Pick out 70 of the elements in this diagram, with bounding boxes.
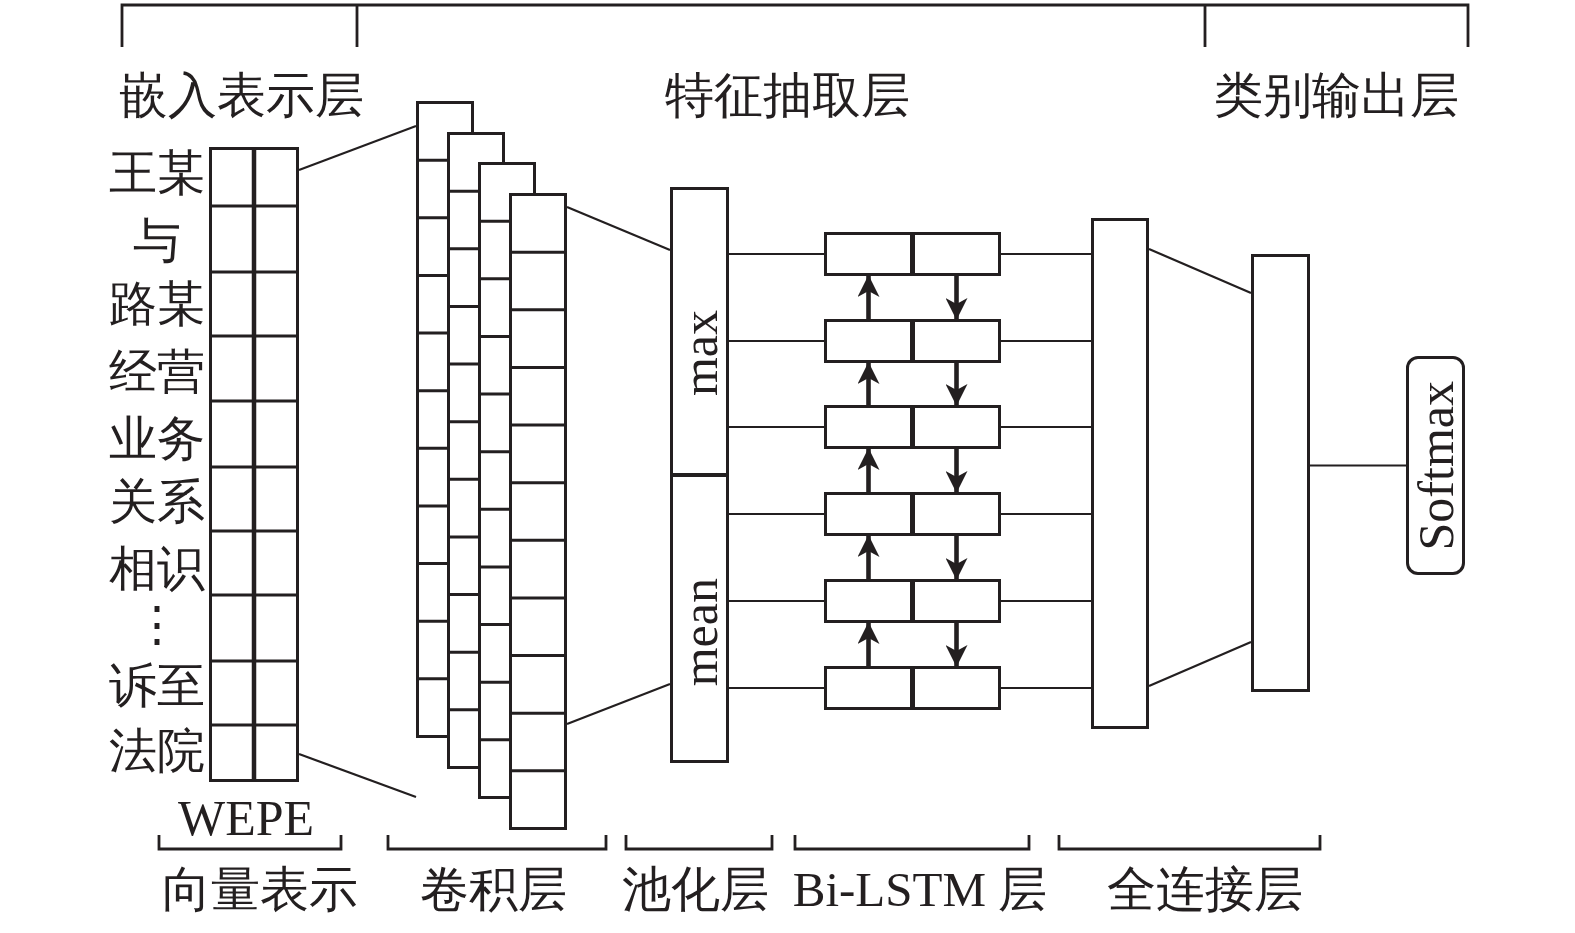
softmax-box — [1406, 356, 1465, 575]
feature-map-stack-drawing — [416, 101, 567, 830]
connection-line — [729, 686, 824, 690]
lstm-cell — [912, 319, 1001, 363]
arrow — [945, 449, 968, 493]
embedding-matrix — [209, 147, 299, 782]
lstm-cell — [912, 492, 1001, 536]
lstm-cell — [824, 232, 913, 276]
layer-label: 全连接层 — [1107, 864, 1303, 916]
lstm-cell — [824, 579, 913, 623]
connection-line — [729, 512, 824, 516]
token-text: 相识 — [109, 543, 205, 595]
layer-group-heading: 特征抽取层 — [664, 70, 910, 122]
layer-label: 向量表示 — [162, 864, 358, 916]
connection-line — [1310, 464, 1406, 467]
pooling-label: max — [674, 310, 725, 397]
layer-group-heading: 类别输出层 — [1213, 70, 1459, 122]
token-text: 业务 — [109, 413, 205, 465]
token-text: 王某 — [109, 147, 205, 199]
arrow — [857, 622, 880, 666]
token-text: 法院 — [109, 725, 205, 777]
layer-label: 卷积层 — [419, 864, 567, 916]
softmax-label: Softmax — [1410, 380, 1461, 551]
lstm-cell — [912, 579, 1001, 623]
lstm-cell — [824, 405, 913, 449]
arrow — [857, 535, 880, 579]
token-text: 与 — [133, 215, 181, 267]
connection-line — [1001, 339, 1091, 343]
pooling-box — [670, 474, 729, 763]
pooling-box — [670, 187, 729, 476]
lstm-cell — [824, 492, 913, 536]
connection-line — [566, 682, 671, 726]
connection-line — [1001, 252, 1091, 256]
connection-line — [298, 752, 417, 799]
layer-group-heading: 嵌入表示层 — [118, 70, 364, 122]
pooling-label: mean — [674, 578, 725, 687]
arrow — [945, 363, 968, 406]
vertical-ellipsis: ⋮ — [133, 599, 181, 651]
connection-line — [1001, 512, 1091, 516]
connection-line — [729, 425, 824, 429]
arrow — [857, 275, 880, 319]
lstm-cell — [912, 232, 1001, 276]
connection-line — [566, 206, 671, 251]
arrow — [945, 276, 968, 320]
method-label: WEPE — [177, 791, 315, 845]
arrow — [857, 362, 880, 405]
connection-line — [729, 339, 824, 343]
lstm-cell — [912, 666, 1001, 710]
output-layer-box — [1251, 254, 1310, 692]
connection-line — [1148, 641, 1252, 687]
connection-line — [298, 124, 417, 172]
arrow — [945, 623, 968, 667]
token-text: 诉至 — [109, 660, 205, 712]
fully-connected-layer-box — [1091, 218, 1149, 729]
connection-line — [729, 252, 824, 256]
lstm-cell — [912, 405, 1001, 449]
connection-line — [1001, 425, 1091, 429]
arrow — [945, 536, 968, 580]
arrow — [857, 448, 880, 492]
connection-line — [729, 599, 824, 603]
lstm-cell — [824, 666, 913, 710]
token-text: 经营 — [109, 346, 205, 398]
token-text: 路某 — [109, 278, 205, 330]
connection-line — [1001, 599, 1091, 603]
lstm-cell — [824, 319, 913, 363]
layer-label: 池化层 — [621, 864, 769, 916]
layer-label: Bi-LSTM 层 — [792, 864, 1048, 916]
connection-line — [1148, 248, 1252, 294]
connection-line — [1001, 686, 1091, 690]
token-text: 关系 — [109, 476, 205, 528]
